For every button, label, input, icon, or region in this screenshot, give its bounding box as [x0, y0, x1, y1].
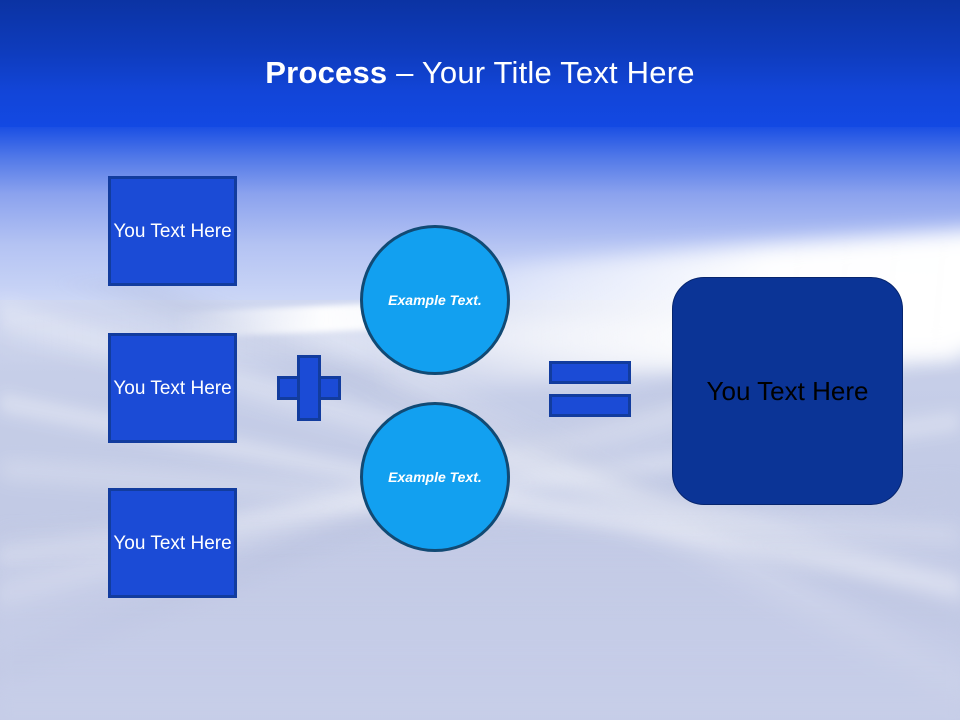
example-circle-2-label: Example Text.: [388, 469, 482, 485]
equals-icon: [549, 361, 631, 417]
input-box-1-label: You Text Here: [113, 220, 232, 242]
input-box-3-label: You Text Here: [113, 532, 232, 554]
plus-icon: [277, 355, 341, 421]
page-title-bold-part: Process: [265, 55, 388, 90]
equals-icon-bottom-bar: [549, 394, 631, 417]
example-circle-1[interactable]: Example Text.: [360, 225, 510, 375]
input-box-1[interactable]: You Text Here: [108, 176, 237, 286]
page-title-separator: –: [387, 55, 422, 90]
input-box-3[interactable]: You Text Here: [108, 488, 237, 598]
input-box-2[interactable]: You Text Here: [108, 333, 237, 443]
page-title: Process – Your Title Text Here: [0, 53, 960, 93]
title-banner: [0, 0, 960, 127]
input-box-2-label: You Text Here: [113, 377, 232, 399]
equals-icon-top-bar: [549, 361, 631, 384]
result-box-label: You Text Here: [706, 375, 869, 406]
page-title-rest: Your Title Text Here: [421, 55, 695, 90]
example-circle-2[interactable]: Example Text.: [360, 402, 510, 552]
plus-icon-center-fill: [300, 379, 318, 397]
result-box[interactable]: You Text Here: [672, 277, 903, 505]
example-circle-1-label: Example Text.: [388, 292, 482, 308]
